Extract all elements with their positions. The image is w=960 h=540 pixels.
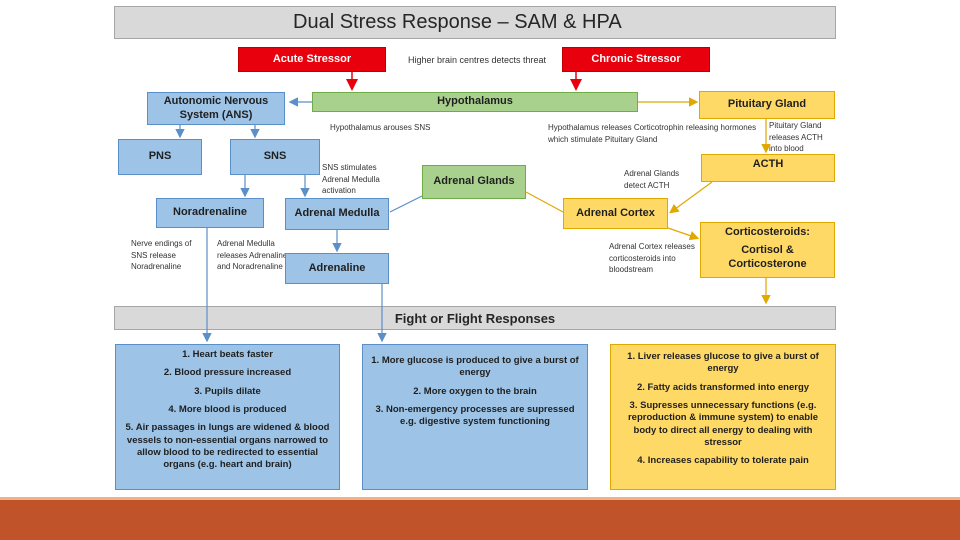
cortex-releases-note: Adrenal Cortex releases corticosteroids … [609, 242, 695, 275]
cortisol-label: Cortisol & Corticosterone [728, 244, 807, 270]
sam-response-5: 5. Air passages in lungs are widened & b… [125, 422, 330, 471]
hpa-responses-box: 1. Liver releases glucose to give a burs… [610, 344, 836, 490]
adrenal-medulla-box: Adrenal Medulla [285, 198, 389, 230]
pns-box: PNS [118, 139, 202, 175]
chronic-stressor-box: Chronic Stressor [562, 47, 710, 72]
adrenal-glands-box: Adrenal Glands [422, 165, 526, 199]
sns-box: SNS [230, 139, 320, 175]
mid-responses-box: 1. More glucose is produced to give a bu… [362, 344, 588, 490]
brain-note: Higher brain centres detects threat [407, 55, 547, 65]
glands-to-medulla-line [389, 195, 423, 213]
fight-flight-bar: Fight or Flight Responses [114, 306, 836, 330]
hpa-response-4: 4. Increases capability to tolerate pain [637, 455, 809, 467]
hpa-response-3: 3. Supresses unnecessary functions (e.g.… [627, 400, 819, 449]
sam-response-2: 2. Blood pressure increased [163, 367, 292, 379]
hpa-response-1: 1. Liver releases glucose to give a burs… [627, 351, 819, 375]
sam-response-4: 4. More blood is produced [168, 404, 287, 416]
glands-to-cortex-line [525, 191, 564, 213]
ans-box: Autonomic Nervous System (ANS) [147, 92, 285, 125]
corticosteroids-box: Corticosteroids: Cortisol & Corticostero… [700, 222, 835, 278]
pit-acth-note: Pituitary Gland releases ACTH into blood [769, 121, 823, 152]
cortex-to-corticosteroids-arrow [667, 227, 700, 241]
acth-to-cortex-arrow [669, 181, 713, 214]
medulla-releases-note: Adrenal Medulla releases Adrenaline and … [217, 239, 288, 272]
corticosteroids-label: Corticosteroids: [725, 226, 810, 238]
adrenaline-box: Adrenaline [285, 253, 389, 284]
sam-response-1: 1. Heart beats faster [182, 349, 273, 360]
page-title: Dual Stress Response – SAM & HPA [293, 11, 622, 33]
hypo-sns-note: Hypothalamus arouses SNS [330, 123, 431, 132]
sns-medulla-note: SNS stimulates Adrenal Medulla activatio… [322, 163, 380, 196]
acute-stressor-box: Acute Stressor [238, 47, 386, 72]
footer-band [0, 500, 960, 540]
nerve-endings-note: Nerve endings of SNS release Noradrenali… [131, 239, 192, 272]
mid-response-1: 1. More glucose is produced to give a bu… [371, 355, 579, 379]
title-bar: Dual Stress Response – SAM & HPA [114, 6, 836, 39]
glands-acth-note: Adrenal Glands detect ACTH [624, 169, 680, 190]
mid-response-2: 2. More oxygen to the brain [413, 385, 537, 397]
hpa-response-2: 2. Fatty acids transformed into energy [636, 381, 810, 393]
footer-accent-line [0, 497, 960, 500]
sam-response-3: 3. Pupils dilate [194, 385, 261, 397]
noradrenaline-box: Noradrenaline [156, 198, 264, 228]
pituitary-box: Pituitary Gland [699, 91, 835, 119]
sam-responses-box: 1. Heart beats faster 2. Blood pressure … [115, 344, 340, 490]
hypo-crh-note: Hypothalamus releases Corticotrophin rel… [548, 123, 757, 144]
adrenal-cortex-box: Adrenal Cortex [563, 198, 668, 229]
acth-box: ACTH [701, 154, 835, 182]
hypothalamus-box: Hypothalamus [312, 92, 638, 112]
mid-response-3: 3. Non-emergency processes are supressed… [375, 404, 575, 428]
